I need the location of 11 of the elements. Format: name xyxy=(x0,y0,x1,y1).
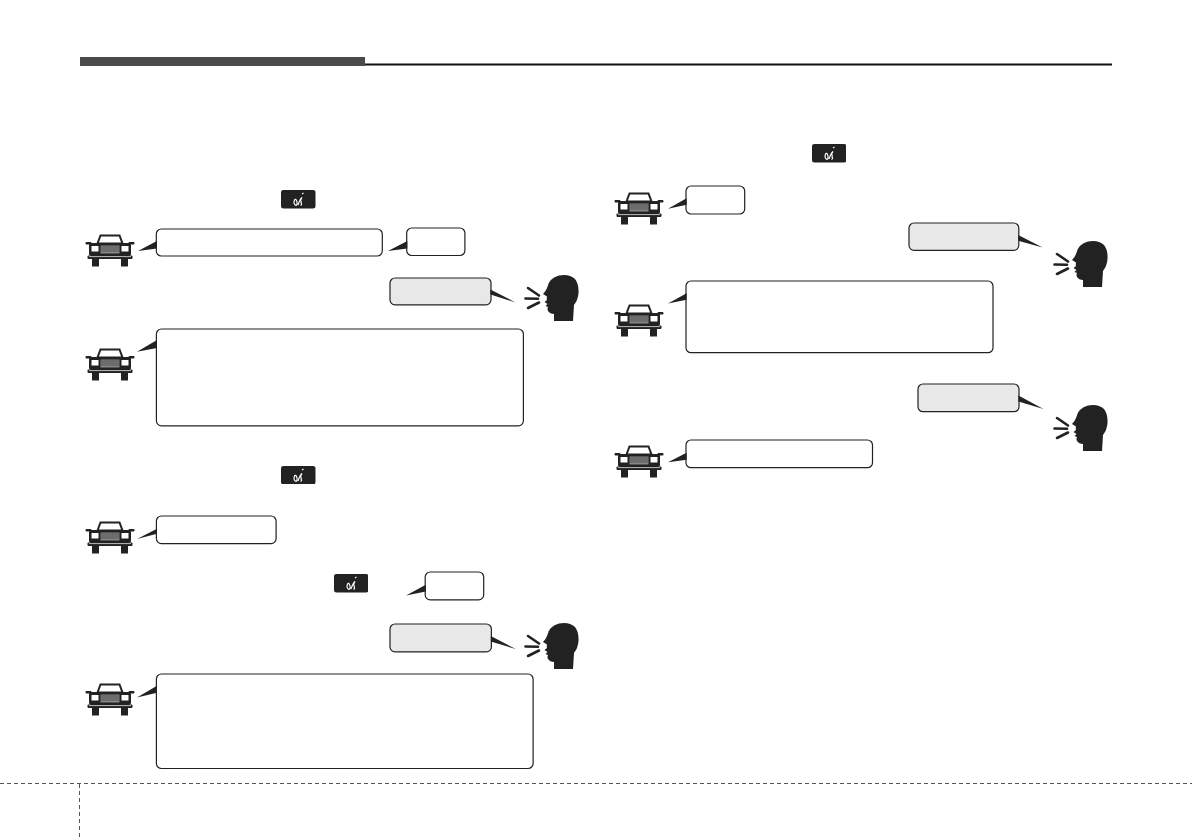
speech-bubble xyxy=(386,227,466,257)
speech-bubble xyxy=(667,439,874,469)
speech-bubble xyxy=(136,228,383,257)
speech-bubble xyxy=(389,277,517,306)
speech-bubble xyxy=(135,515,277,545)
speech-bubble xyxy=(135,328,524,427)
speech-bubble xyxy=(405,571,485,601)
speech-bubble xyxy=(667,185,746,216)
speech-bubble xyxy=(917,382,1045,413)
speech-bubble xyxy=(389,622,517,653)
speech-bubble xyxy=(667,280,994,354)
